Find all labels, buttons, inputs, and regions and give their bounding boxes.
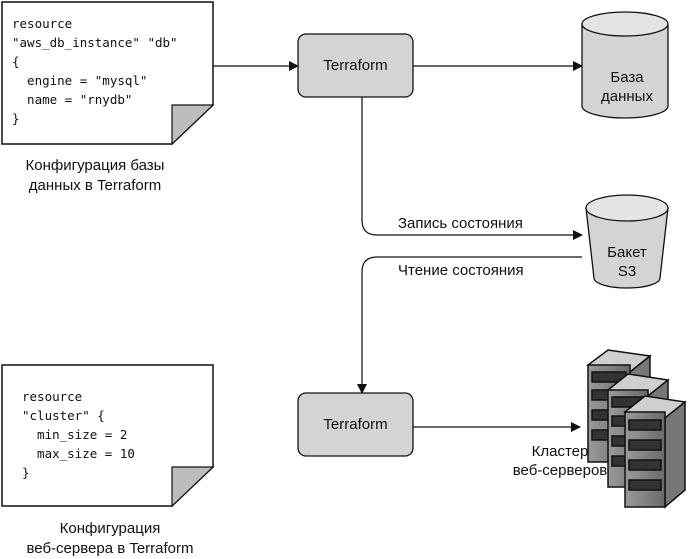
code-line: {	[12, 54, 20, 69]
terraform-bottom-box	[297, 392, 414, 457]
label-line: веб-серверов	[512, 462, 608, 479]
code-line: resource	[12, 16, 73, 31]
read-state-label: Чтение состояния	[398, 262, 524, 279]
web-config-document	[1, 364, 215, 508]
label-line: Бакет	[607, 244, 647, 261]
web-config-caption: Конфигурация веб-сервера в Terraform	[0, 519, 220, 559]
terraform-top-label: Terraform	[323, 57, 388, 74]
code-line: "aws_db_instance" "db"	[12, 35, 178, 50]
code-line: name = "rnydb"	[12, 92, 133, 107]
code-line: min_size = 2	[22, 427, 128, 442]
code-line: }	[22, 465, 30, 480]
label-line: данных	[601, 88, 653, 105]
terraform-bottom-label: Terraform	[323, 416, 388, 433]
servers-label: Кластер веб-серверов	[500, 442, 620, 480]
label-line: База	[610, 69, 644, 86]
server-cluster-icon	[586, 349, 687, 509]
code-line: }	[12, 111, 20, 126]
s3-bucket-icon	[585, 194, 669, 289]
code-line: "cluster" {	[22, 408, 105, 423]
write-state-label: Запись состояния	[398, 215, 523, 232]
db-config-code: resource "aws_db_instance" "db" { engine =…	[12, 14, 178, 128]
web-config-code: resource "cluster" { min_size = 2 max_siz…	[22, 387, 135, 482]
caption-line: веб-сервера в Terraform	[26, 540, 194, 557]
code-line: engine = "mysql"	[12, 73, 148, 88]
label-line: S3	[617, 263, 637, 280]
caption-line: Конфигурация базы	[25, 157, 165, 174]
arrow-read-state	[357, 256, 582, 394]
caption-line: данных в Terraform	[28, 177, 162, 194]
database-label: База данных	[582, 68, 672, 106]
code-line: max_size = 10	[22, 446, 135, 461]
caption-line: Конфигурация	[59, 520, 161, 537]
database-cylinder-icon	[581, 11, 669, 119]
label-line: Кластер	[531, 443, 589, 460]
arrow-write-state	[361, 97, 583, 240]
db-config-document	[1, 1, 215, 146]
db-config-caption: Конфигурация базы данных в Terraform	[0, 156, 190, 196]
code-line: resource	[22, 389, 83, 404]
